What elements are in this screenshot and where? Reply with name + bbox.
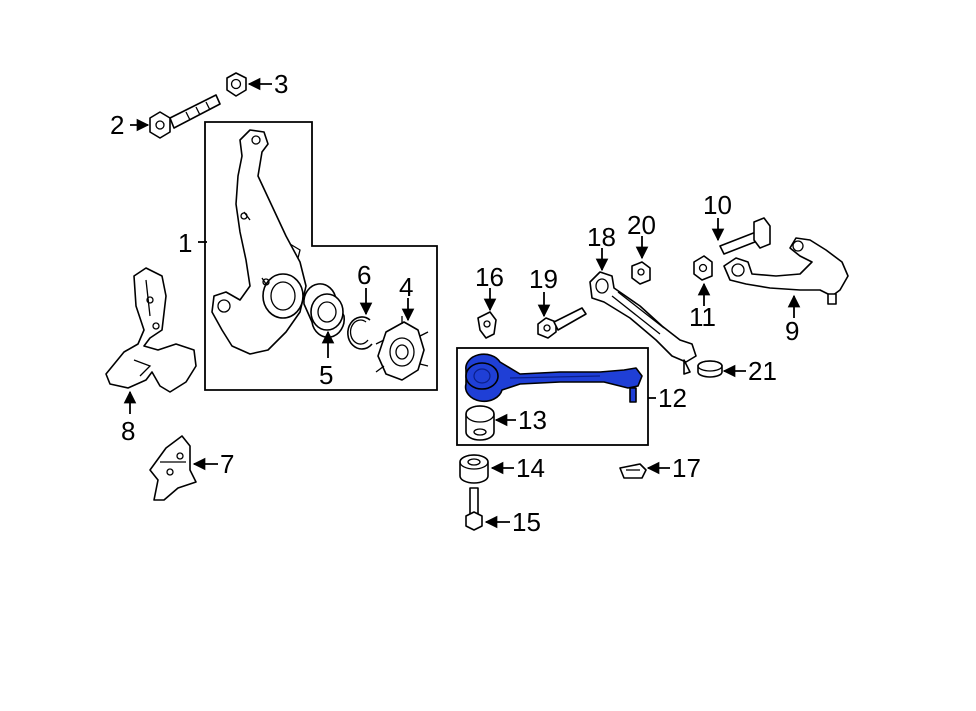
callout-6: 6 [357, 260, 371, 290]
callout-12: 12 [658, 383, 687, 413]
part-1-steering-knuckle[interactable] [211, 129, 307, 355]
callout-2: 2 [110, 110, 124, 140]
part-8-splash-shield[interactable] [105, 267, 197, 393]
callout-14: 14 [516, 453, 545, 483]
callout-17: 17 [672, 453, 701, 483]
callout-16: 16 [475, 262, 504, 292]
part-6-snap-ring[interactable] [347, 316, 373, 350]
part-16-clip[interactable] [477, 311, 497, 339]
callout-4: 4 [399, 272, 413, 302]
callout-3: 3 [274, 69, 288, 99]
callout-labels: 1 2 3 4 5 6 7 8 9 10 11 12 13 14 15 16 1… [110, 69, 799, 537]
part-2-bolt[interactable] [149, 94, 221, 139]
part-17-mount[interactable] [619, 463, 647, 479]
part-4-hub[interactable] [375, 316, 429, 381]
part-18-tension-arm[interactable] [589, 271, 697, 375]
part-20-bushing[interactable] [631, 261, 651, 285]
callout-13: 13 [518, 405, 547, 435]
part-12-lower-control-arm[interactable] [464, 353, 643, 403]
part-21-bushing[interactable] [697, 360, 723, 378]
callout-21: 21 [748, 356, 777, 386]
part-3-nut[interactable] [226, 72, 247, 97]
part-13-bushing[interactable] [465, 405, 495, 441]
callout-19: 19 [529, 264, 558, 294]
knuckle-group-box [204, 121, 438, 391]
part-19-bolt[interactable] [537, 307, 587, 339]
callout-20: 20 [627, 210, 656, 240]
callout-15: 15 [512, 507, 541, 537]
callout-10: 10 [703, 190, 732, 220]
callout-11: 11 [689, 302, 716, 332]
callout-7: 7 [220, 449, 234, 479]
callout-5: 5 [319, 360, 333, 390]
part-5-bearing[interactable] [303, 283, 346, 338]
callout-8: 8 [121, 416, 135, 446]
callout-1: 1 [178, 228, 192, 258]
part-10-bolt[interactable] [719, 217, 771, 255]
part-15-bolt[interactable] [465, 487, 483, 531]
part-11-bushing[interactable] [693, 255, 713, 281]
callout-9: 9 [785, 316, 799, 346]
lower-arm-group-box [456, 347, 649, 446]
part-7-bracket[interactable] [149, 435, 197, 501]
callout-18: 18 [587, 222, 616, 252]
part-9-upper-control-arm[interactable] [723, 237, 849, 305]
leader-lines [123, 77, 801, 529]
part-14-bushing[interactable] [459, 454, 489, 484]
